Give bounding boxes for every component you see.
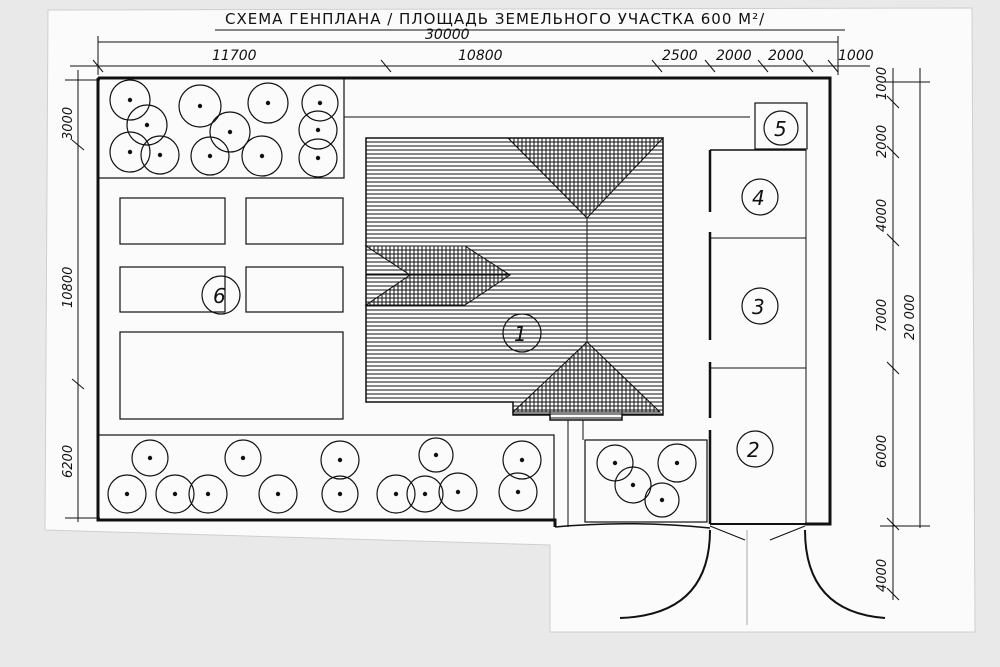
tree-center-dot: [240, 455, 246, 461]
tree-center-dot: [612, 460, 618, 466]
garden-bottom: [97, 434, 555, 521]
dim-top-2000a: 2000: [716, 48, 752, 64]
plot-boundary: [98, 76, 832, 526]
dim-right-4000: 4000: [875, 199, 890, 232]
tree-center-dot: [519, 457, 525, 463]
top-dimension-segments: 11700 10800 2500 2000 2000 1000: [70, 48, 874, 73]
house-roof: [364, 137, 665, 421]
top-dimension-total: 30000: [97, 27, 839, 75]
dim-right-2000: 2000: [875, 125, 890, 158]
tree-center-dot: [147, 455, 153, 461]
tree-center-dot: [659, 497, 665, 503]
tree-center-dot: [315, 155, 321, 161]
zone-label-4: 4: [752, 186, 765, 210]
tree-center-dot: [317, 100, 323, 106]
tree-center-dot: [674, 460, 680, 466]
tree-center-dot: [157, 152, 163, 158]
dim-left-10800: 10800: [61, 267, 76, 308]
garden-entrance: [584, 439, 708, 523]
tree-center-dot: [127, 97, 133, 103]
garden-beds: [119, 197, 344, 420]
tree-center-dot: [197, 103, 203, 109]
tree-center-dot: [207, 153, 213, 159]
zone-label-1: 1: [514, 322, 527, 346]
zone-label-2: 2: [747, 438, 760, 462]
dim-top-2000b: 2000: [768, 48, 804, 64]
dim-right-total: 20 000: [903, 295, 918, 341]
right-structures: [708, 102, 808, 524]
tree-center-dot: [227, 129, 233, 135]
left-dimension: 3000 10800 6200: [61, 70, 100, 522]
tree-center-dot: [455, 489, 461, 495]
dim-top-2500: 2500: [662, 48, 698, 64]
tree-center-dot: [337, 457, 343, 463]
tree-center-dot: [630, 482, 636, 488]
trees-bottom: [107, 437, 542, 514]
dim-right-7000: 7000: [875, 299, 890, 332]
tree-center-dot: [393, 491, 399, 497]
tree-center-dot: [172, 491, 178, 497]
plan-title: СХЕМА ГЕНПЛАНА / ПЛОЩАДЬ ЗЕМЕЛЬНОГО УЧАС…: [225, 10, 765, 28]
dim-right-6000: 6000: [875, 435, 890, 468]
zone-label-6: 6: [213, 284, 226, 308]
tree-center-dot: [275, 491, 281, 497]
zone-label-3: 3: [752, 295, 765, 319]
zone-label-5: 5: [774, 117, 787, 141]
dim-top-total: 30000: [425, 27, 470, 43]
tree-center-dot: [315, 127, 321, 133]
trees-top: [109, 79, 339, 178]
dim-left-3000: 3000: [61, 107, 76, 140]
tree-center-dot: [144, 122, 150, 128]
tree-center-dot: [422, 491, 428, 497]
dim-right-4000-bottom: 4000: [875, 559, 890, 592]
tree-center-dot: [127, 149, 133, 155]
tree-center-dot: [265, 100, 271, 106]
dim-top-11700: 11700: [212, 48, 257, 64]
dim-top-10800: 10800: [458, 48, 503, 64]
entrance-gates: [554, 522, 886, 625]
tree-center-dot: [433, 452, 439, 458]
tree-center-dot: [124, 491, 130, 497]
right-dimension: 1000 2000 4000 7000 6000 4000 20 000: [875, 67, 930, 601]
tree-center-dot: [205, 491, 211, 497]
dim-top-1000: 1000: [838, 48, 874, 64]
zone-labels: [201, 110, 799, 468]
tree-center-dot: [515, 489, 521, 495]
tree-center-dot: [337, 491, 343, 497]
dim-right-1000: 1000: [875, 67, 890, 100]
tree-center-dot: [259, 153, 265, 159]
dim-left-6200: 6200: [61, 445, 76, 478]
trees-entrance: [596, 443, 697, 518]
